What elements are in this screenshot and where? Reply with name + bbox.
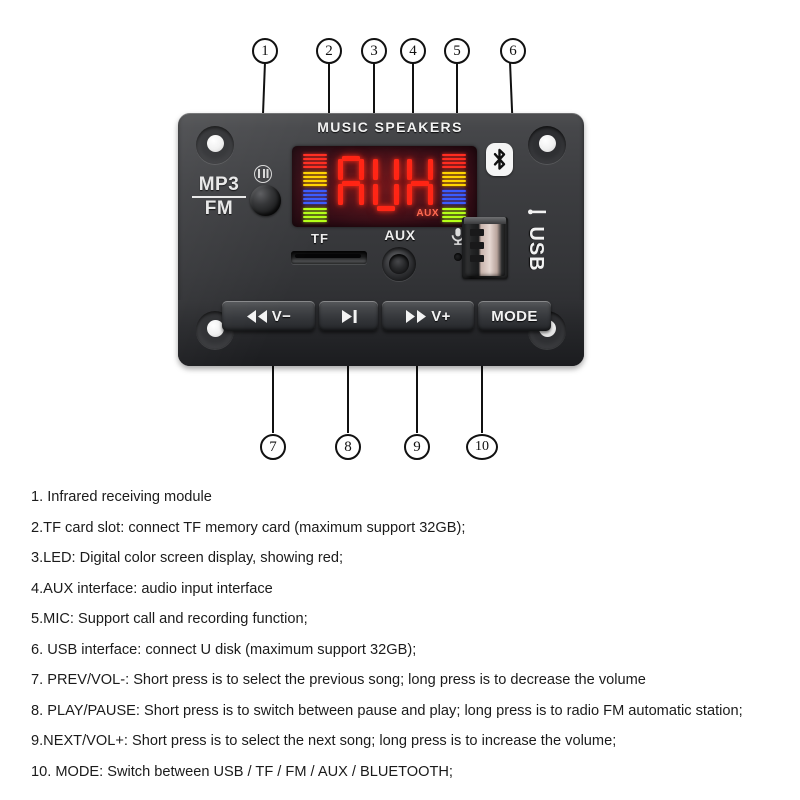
mode-button[interactable]: MODE (478, 301, 551, 331)
infrared-dome (250, 185, 281, 216)
segment-digit-A (338, 156, 364, 211)
description-item-4: 4.AUX interface: audio input interface (31, 580, 273, 597)
callout-6-label: 6 (509, 43, 517, 59)
description-item-1: 1. Infrared receiving module (31, 489, 212, 505)
aux-jack[interactable] (382, 247, 416, 281)
callout-5: 5 (444, 38, 470, 64)
infrared-receiver[interactable] (250, 165, 281, 216)
spectrum-bars-right (442, 154, 466, 226)
bar-group-green (303, 208, 327, 222)
leader-line-7 (272, 333, 274, 433)
description-item-2: 2.TF card slot: connect TF memory card (… (31, 519, 466, 536)
usb-label: USB (508, 209, 564, 277)
brand-text: MUSIC SPEAKERS (317, 119, 463, 135)
display-mode-tag: AUX (416, 208, 439, 219)
bluetooth-glyph (493, 148, 506, 170)
microphone-hole (454, 253, 462, 261)
callout-2-label: 2 (325, 43, 333, 59)
next-track-icon (405, 309, 427, 323)
callout-7-label: 7 (269, 439, 277, 455)
bar-group-green (442, 208, 466, 222)
description-item-6: 6. USB interface: connect U disk (maximu… (31, 641, 417, 658)
segment-digit-X (407, 156, 433, 211)
aux-label: AUX (384, 227, 416, 243)
mounting-hole-top-left (196, 126, 234, 164)
callout-3: 3 (361, 38, 387, 64)
usb-lip (464, 217, 506, 224)
description-item-5: 5.MIC: Support call and recording functi… (31, 611, 308, 627)
mp3-fm-label: MP3 FM (192, 175, 246, 219)
segment-digit-U (372, 156, 399, 211)
callout-7: 7 (260, 434, 286, 460)
mode-label: MODE (491, 307, 538, 325)
description-item-3: 3.LED: Digital color screen display, sho… (31, 550, 344, 566)
mounting-hole-top-right (528, 126, 566, 164)
description-item-7: 7. PREV/VOL-: Short press is to select t… (31, 672, 646, 688)
bar-group-red (303, 154, 327, 168)
tf-label: TF (311, 231, 329, 246)
bar-group-yellow (303, 172, 327, 186)
mp3-decoder-board: MUSIC SPEAKERS MP3 FM (178, 113, 584, 366)
callout-1-label: 1 (261, 43, 269, 59)
callout-9: 9 (404, 434, 430, 460)
play-pause-button[interactable] (319, 301, 378, 331)
callout-10-label: 10 (475, 439, 489, 454)
bar-group-blue (303, 190, 327, 204)
spectrum-bars-left (303, 154, 327, 226)
bar-group-blue (442, 190, 466, 204)
led-display: AUX (292, 146, 477, 227)
callout-8: 8 (335, 434, 361, 460)
leader-line-8 (347, 333, 349, 433)
next-vol-up-button[interactable]: V+ (382, 301, 474, 331)
leader-line-10 (481, 333, 483, 433)
callout-9-label: 9 (413, 439, 421, 455)
callout-6: 6 (500, 38, 526, 64)
mp3-label: MP3 (192, 175, 246, 198)
tf-card-slot[interactable] (291, 251, 367, 264)
description-item-8: 8. PLAY/PAUSE: Short press is to switch … (31, 702, 743, 719)
callout-8-label: 8 (344, 439, 352, 455)
description-item-9: 9.NEXT/VOL+: Short press is to select th… (31, 733, 617, 749)
usb-label-text: USB (525, 226, 548, 272)
fm-label: FM (204, 198, 234, 219)
callout-5-label: 5 (453, 43, 461, 59)
description-list: 1. Infrared receiving module 2.TF card s… (31, 489, 776, 794)
callout-3-label: 3 (370, 43, 378, 59)
callout-4-label: 4 (409, 43, 417, 59)
prev-track-icon (246, 309, 268, 323)
usb-contacts (470, 229, 484, 268)
bar-group-red (442, 154, 466, 168)
seven-segment-readout (338, 156, 433, 211)
usb-plug-icon (528, 209, 546, 215)
usb-port[interactable] (462, 217, 508, 279)
play-pause-icon (339, 309, 359, 323)
leader-line-9 (416, 333, 418, 433)
infrared-icon (254, 165, 272, 183)
callout-10: 10 (466, 434, 498, 460)
prev-vol-down-label: V− (271, 307, 292, 325)
bar-group-yellow (442, 172, 466, 186)
bluetooth-icon (486, 143, 513, 176)
next-vol-up-label: V+ (431, 307, 451, 325)
callout-1: 1 (252, 38, 278, 64)
callout-4: 4 (400, 38, 426, 64)
description-item-10: 10. MODE: Switch between USB / TF / FM /… (31, 763, 453, 780)
prev-vol-down-button[interactable]: V− (222, 301, 315, 331)
callout-2: 2 (316, 38, 342, 64)
